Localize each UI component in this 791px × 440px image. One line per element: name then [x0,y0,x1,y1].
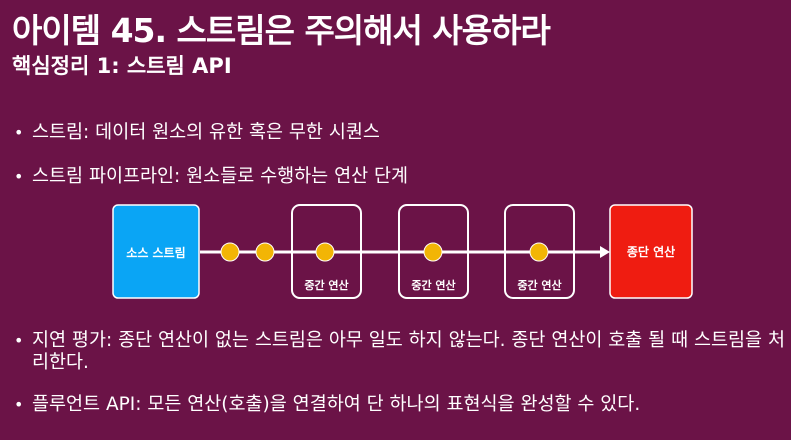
source-stream-box [112,204,200,299]
terminal-op-label: 종단 연산 [627,244,675,259]
intermediate-op-label: 중간 연산 [517,278,561,292]
bullet-item: • 플루언트 API: 모든 연산(호출)을 연결하여 단 하나의 표현식을 완… [14,394,791,416]
terminal-op-box [609,204,693,299]
intermediate-op-box [291,204,362,299]
intermediate-op-label: 중간 연산 [304,278,348,292]
slide-title: 아이템 45. 스트림은 주의해서 사용하라 [12,11,551,50]
intermediate-op-box [398,204,469,299]
bullet-text: 스트림 파이프라인: 원소들로 수행하는 연산 단계 [32,166,409,187]
intermediate-op-box [504,204,575,299]
stream-element-dot [315,242,335,262]
bullet-item: • 지연 평가: 종단 연산이 없는 스트림은 아무 일도 하지 않는다. 종단… [14,330,791,374]
stream-element-dot [423,242,443,262]
slide-subtitle: 핵심정리 1: 스트림 API [12,54,232,78]
bullet-icon: • [14,331,24,350]
stream-element-dot [529,242,549,262]
bullet-item: • 스트림: 데이터 원소의 유한 혹은 무한 시퀀스 [14,122,791,144]
bullet-text: 플루언트 API: 모든 연산(호출)을 연결하여 단 하나의 표현식을 완성할… [32,394,641,415]
bullet-item: • 스트림 파이프라인: 원소들로 수행하는 연산 단계 [14,166,791,188]
stream-element-dot [255,242,275,262]
bullet-text: 지연 평가: 종단 연산이 없는 스트림은 아무 일도 하지 않는다. 종단 연… [32,330,785,373]
bullet-icon: • [14,395,24,414]
bullet-icon: • [14,167,24,186]
intermediate-op-label: 중간 연산 [411,278,455,292]
bullet-text: 스트림: 데이터 원소의 유한 혹은 무한 시퀀스 [32,122,380,143]
bullet-icon: • [14,123,24,142]
stream-element-dot [220,242,240,262]
source-stream-label: 소스 스트림 [126,246,185,260]
arrow-head-icon [600,246,610,258]
